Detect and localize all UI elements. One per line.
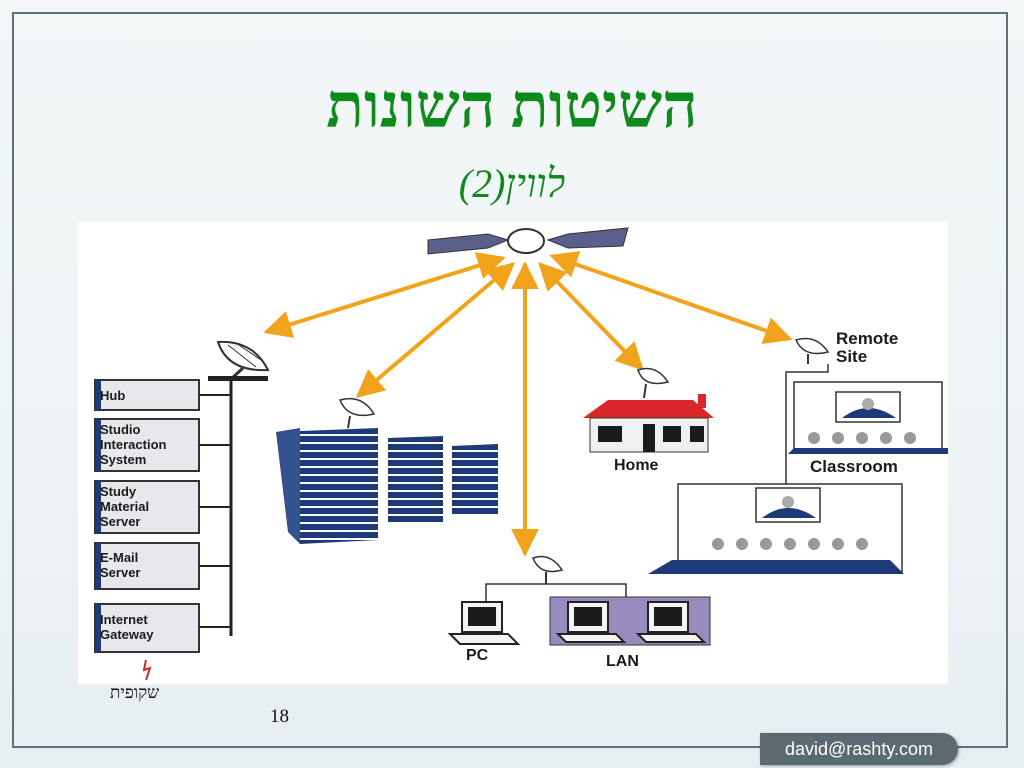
remote-site-icon: Remote Site Classroom — [648, 329, 948, 574]
link-home — [538, 261, 644, 372]
email-badge[interactable]: david@rashty.com — [760, 733, 958, 765]
study-box: Study Material Server — [94, 480, 231, 534]
studio-label-1: Studio — [100, 422, 140, 437]
study-label-3: Server — [100, 514, 140, 529]
link-remote — [549, 251, 793, 344]
study-label-2: Material — [100, 499, 149, 514]
satellite-icon — [427, 227, 629, 255]
internet-gateway-label-2: Gateway — [100, 627, 154, 642]
link-headend — [263, 252, 506, 338]
lan-computer-icon — [635, 601, 707, 643]
hub-label: Hub — [100, 388, 125, 403]
studio-box: Studio Interaction System — [94, 418, 231, 472]
email-server-label-2: Server — [100, 565, 140, 580]
internet-gateway-box: Internet Gateway — [94, 603, 231, 653]
remote-site-label-2: Site — [836, 347, 867, 366]
studio-label-3: System — [100, 452, 146, 467]
home-icon: Home — [583, 367, 714, 474]
slide-title: השיטות השונות — [326, 73, 698, 141]
pc-computer-icon: PC — [447, 601, 521, 664]
lan-computer-icon — [555, 601, 627, 643]
hub-box: Hub — [94, 379, 231, 411]
satellite-dish-icon — [208, 340, 270, 636]
lan-label: LAN — [606, 653, 639, 670]
page-number: 18 — [270, 706, 289, 727]
classroom-label: Classroom — [810, 457, 898, 476]
slide-subtitle: לווין(2) — [458, 161, 566, 206]
pc-lan-group: PC LAN — [447, 555, 711, 670]
pc-label: PC — [466, 647, 489, 664]
internet-gateway-label-1: Internet — [100, 612, 148, 627]
home-label: Home — [614, 457, 659, 474]
satellite-links — [263, 251, 793, 557]
remote-site-label-1: Remote — [836, 329, 898, 348]
email-server-box: E-Mail Server — [94, 542, 231, 590]
satellite-network-diagram: Hub Studio Interaction System Study Mate… — [78, 222, 948, 684]
studio-label-2: Interaction — [100, 437, 167, 452]
email-server-label-1: E-Mail — [100, 550, 138, 565]
slide-footnote: שקופית — [110, 683, 160, 702]
server-building-icon — [276, 397, 498, 544]
lightning-icon — [142, 659, 152, 681]
slide-frame — [12, 12, 1008, 748]
equipment-stack: Hub Studio Interaction System Study Mate… — [94, 379, 231, 681]
study-label-1: Study — [100, 484, 137, 499]
link-servers — [355, 262, 516, 398]
